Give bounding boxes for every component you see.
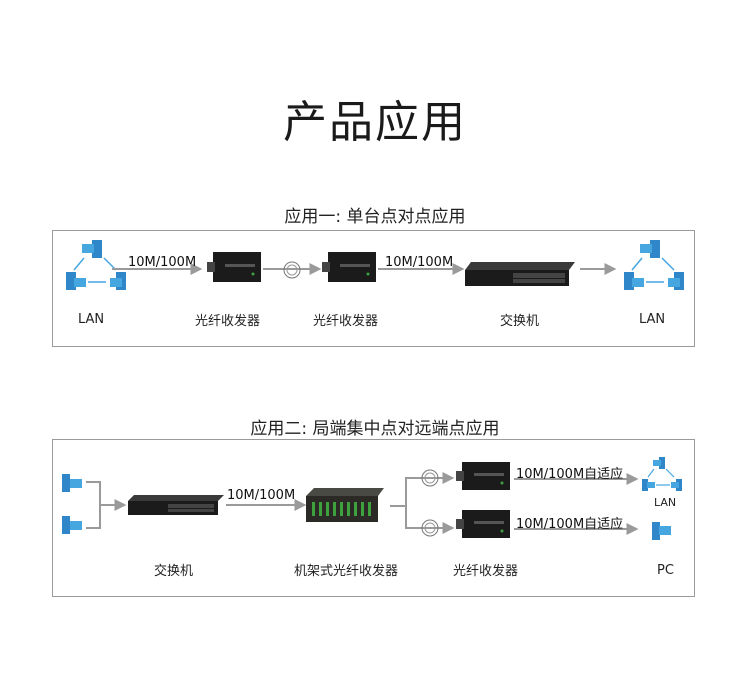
speed-main-label: 10M/100M: [227, 488, 296, 503]
arrow-main: [226, 499, 307, 511]
computer-icon: [642, 479, 655, 491]
fiber-coil-icon: [421, 519, 439, 537]
speed-label-2: 10M/100M: [385, 255, 454, 270]
computer-icon: [66, 272, 86, 290]
switch-icon: [128, 495, 224, 515]
lan-cluster-icon: [624, 240, 684, 290]
app2-lan-label: LAN: [654, 496, 677, 509]
fork-lines: [390, 472, 455, 534]
computer-icon: [82, 240, 102, 258]
arrow-bottom: [514, 523, 639, 535]
computer-icon: [653, 457, 665, 469]
arrow-1: [112, 263, 203, 275]
rack-transceiver-icon: [306, 488, 384, 522]
pc-label: PC: [657, 563, 674, 578]
arrow-3: [580, 263, 617, 275]
fiber-coil-icon: [421, 469, 439, 487]
computer-icon: [652, 522, 671, 540]
app2-switch-label: 交换机: [154, 564, 194, 579]
app2-title: 应用二: 局端集中点对远端点应用: [250, 419, 500, 439]
lan-cluster-icon: [66, 240, 126, 290]
lan-right-label: LAN: [639, 312, 666, 327]
transceiver-icon: [207, 252, 261, 282]
page-title: 产品应用: [283, 97, 467, 148]
arrow-top: [514, 473, 639, 485]
rack-label: 机架式光纤收发器: [294, 564, 399, 579]
computer-icon: [624, 272, 644, 290]
lan-cluster-icon: [642, 457, 682, 491]
transceiver-icon: [322, 252, 376, 282]
computer-icon: [62, 516, 82, 534]
connector-bracket: [86, 481, 127, 529]
switch-icon: [465, 262, 575, 286]
speed-bottom-label: 10M/100M自适应: [516, 517, 624, 532]
computer-icon: [640, 240, 660, 258]
app1-panel: [52, 230, 695, 347]
lan-left-label: LAN: [78, 312, 105, 327]
switch-label: 交换机: [500, 314, 540, 329]
computer-icon: [668, 272, 684, 290]
transceiver-icon: [456, 462, 510, 490]
computer-icon: [110, 272, 126, 290]
computer-icon: [62, 474, 82, 492]
arrow-2: [378, 263, 465, 275]
fiber-coil-icon: [283, 261, 301, 279]
fiber-line-1: [263, 263, 322, 275]
transceiver-a-label: 光纤收发器: [195, 314, 261, 329]
app1-title: 应用一: 单台点对点应用: [284, 207, 466, 227]
transceiver-icon: [456, 510, 510, 538]
transceiver-b-label: 光纤收发器: [313, 314, 379, 329]
speed-label-1: 10M/100M: [128, 255, 197, 270]
computer-icon: [671, 479, 682, 491]
app2-transceiver-label: 光纤收发器: [453, 564, 519, 579]
speed-top-label: 10M/100M自适应: [516, 467, 624, 482]
